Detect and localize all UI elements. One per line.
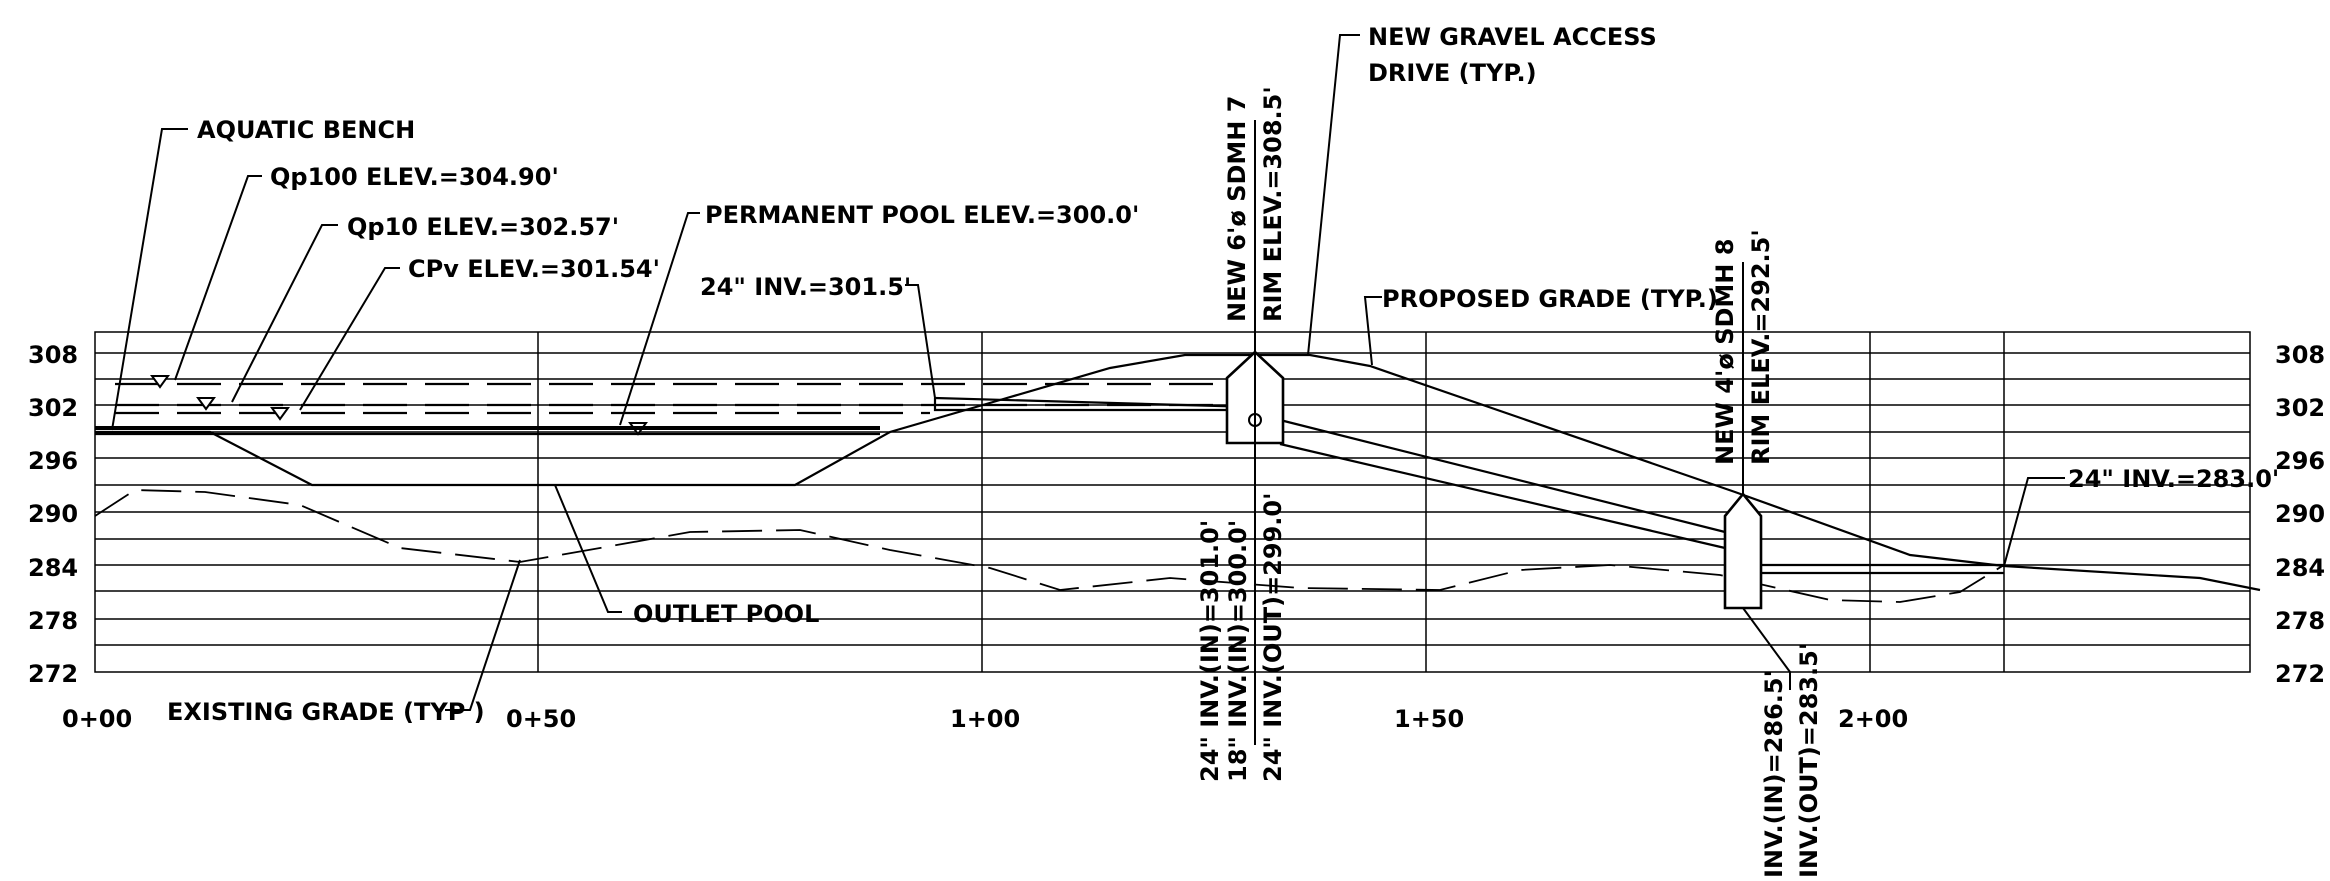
sdmh-7-inv-out-24: 24" INV.(OUT)=299.0': [1259, 493, 1287, 782]
elev-tick-left: 272: [28, 660, 78, 688]
inlet-pipe-24in-top: [933, 398, 1255, 412]
profile-annotations: AQUATIC BENCH Qp100 ELEV.=304.90' Qp10 E…: [167, 23, 2279, 726]
elev-tick-left: 308: [28, 341, 78, 369]
inv-3015-label: 24" INV.=301.5': [700, 273, 911, 301]
existing-grade-leader: [445, 559, 521, 711]
aquatic-bench-leader: [111, 128, 188, 431]
qp100-label: Qp100 ELEV.=304.90': [270, 163, 559, 191]
station-tick: 0+50: [506, 705, 576, 733]
outlet-pipe-24in-top: [1279, 418, 1726, 534]
proposed-grade-line: [95, 353, 2261, 592]
grid-frame: [94, 331, 2251, 673]
qp10-label: Qp10 ELEV.=302.57': [347, 213, 619, 241]
elevation-axis-left: 308 302 296 290 284 278 272: [28, 341, 78, 688]
inlet-pipe-24in-crown: [934, 396, 1256, 409]
station-axis: 0+00 0+50 1+00 1+50 2+00: [62, 705, 1908, 733]
outlet-pipe-24in-bottom: [1279, 442, 1726, 550]
station-tick: 2+00: [1838, 705, 1908, 733]
sdmh-8-inv-in: INV.(IN)=286.5': [1760, 670, 1788, 878]
elev-tick-right: 290: [2275, 500, 2325, 528]
qp100-leader: [174, 175, 262, 381]
proposed-grade-label: PROPOSED GRADE (TYP.): [1382, 285, 1718, 313]
sdmh-7-inv-in-18: 18" INV.(IN)=300.0': [1224, 520, 1252, 782]
permanent-pool-label: PERMANENT POOL ELEV.=300.0': [705, 201, 1139, 229]
sdmh-7-rim: RIM ELEV.=308.5': [1259, 86, 1287, 322]
outlet-pool-leader: [554, 484, 622, 613]
elev-tick-right: 278: [2275, 607, 2325, 635]
sdmh-8-name: NEW 4'ø SDMH 8: [1711, 239, 1739, 465]
station-tick: 0+00: [62, 705, 132, 733]
elev-tick-right: 296: [2275, 447, 2325, 475]
elev-tick-left: 302: [28, 394, 78, 422]
proposed-grade-leader: [1363, 296, 1382, 366]
qp10-leader: [231, 224, 338, 403]
station-tick: 1+00: [950, 705, 1020, 733]
sdmh-7-inv-in-24: 24" INV.(IN)=301.0': [1196, 520, 1224, 782]
elev-tick-right: 308: [2275, 341, 2325, 369]
elev-tick-right: 272: [2275, 660, 2325, 688]
permanent-pool-leader: [619, 212, 700, 426]
elev-tick-right: 284: [2275, 554, 2325, 582]
sdmh-7-structure: [1225, 120, 1285, 745]
sdmh-8-structure: [1723, 262, 1763, 610]
annotation-leaders: [111, 34, 2065, 711]
existing-grade-line: [94, 489, 2005, 603]
cpv-leader: [299, 267, 400, 411]
outlet-pool-label: OUTLET POOL: [633, 600, 819, 628]
elev-tick-left: 278: [28, 607, 78, 635]
pipe-opening-icon: [1248, 413, 1262, 427]
sdmh-7-annotations: NEW 6'ø SDMH 7 RIM ELEV.=308.5' 24" INV.…: [1196, 86, 1287, 782]
inv-2830-leader: [2003, 477, 2065, 567]
elev-tick-left: 284: [28, 554, 78, 582]
sdmh-8-inv-leader: [1742, 607, 1791, 690]
sdmh-8-rim: RIM ELEV.=292.5': [1747, 229, 1775, 465]
elev-tick-left: 290: [28, 500, 78, 528]
sdmh-8-inv-out: INV.(OUT)=283.5': [1795, 643, 1823, 878]
sdmh-7-name: NEW 6'ø SDMH 7: [1223, 96, 1251, 322]
sdmh-8-annotations: NEW 4'ø SDMH 8 RIM ELEV.=292.5' INV.(IN)…: [1711, 229, 1823, 878]
cpv-label: CPv ELEV.=301.54': [408, 255, 660, 283]
aquatic-bench-label: AQUATIC BENCH: [197, 116, 415, 144]
gravel-drive-label-line1: NEW GRAVEL ACCESS: [1368, 23, 1657, 51]
inv-2830-label: 24" INV.=283.0': [2068, 465, 2279, 493]
elev-tick-right: 302: [2275, 394, 2325, 422]
existing-grade-label: EXISTING GRADE (TYP ): [167, 698, 485, 726]
inv-3015-leader: [905, 284, 936, 399]
water-surface-marker-icon: [270, 407, 290, 421]
elev-tick-left: 296: [28, 447, 78, 475]
station-tick: 1+50: [1394, 705, 1464, 733]
elevation-axis-right: 308 302 296 290 284 278 272: [2275, 341, 2325, 688]
water-surface-marker-icon: [196, 397, 216, 411]
storm-pipes: [933, 396, 2004, 575]
gravel-drive-label-line2: DRIVE (TYP.): [1368, 59, 1537, 87]
water-surface-marker-icon: [150, 375, 170, 389]
sdmh-8-body: [1723, 491, 1763, 610]
gravel-drive-leader: [1307, 34, 1360, 356]
